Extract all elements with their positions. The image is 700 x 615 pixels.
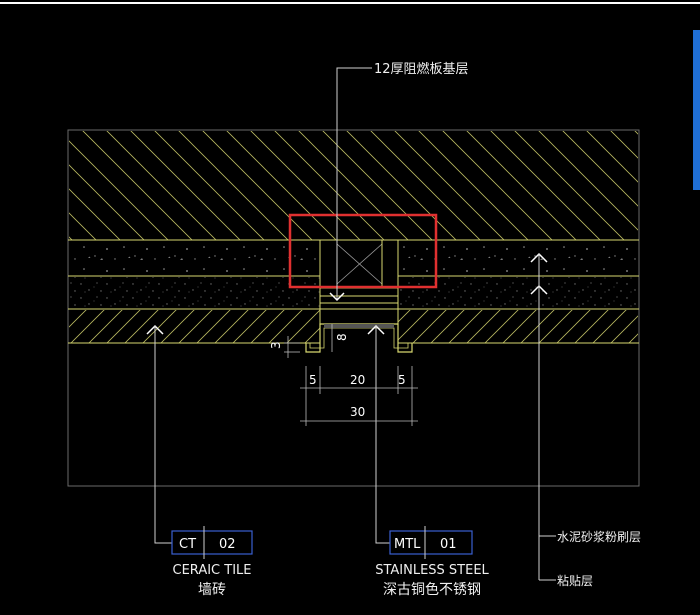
tile-tag-number: 02 [219, 537, 236, 552]
base-board-x2 [336, 243, 383, 285]
metal-tag-box [389, 530, 473, 555]
wall-structure-hatch [69, 131, 638, 240]
dim-left-gap: 5 [309, 373, 317, 387]
top-callout-arrow [329, 292, 345, 302]
top-callout-label: 12厚阻燃板基层 [374, 61, 469, 77]
dim-right-gap: 5 [398, 373, 406, 387]
metal-callout-leader [375, 326, 390, 544]
dim-left-height: 3 [269, 341, 283, 349]
tile-name-en: CERAIC TILE [173, 563, 252, 578]
tile-name-cn: 墙砖 [198, 582, 226, 598]
tile-callout-leader [154, 326, 172, 544]
top-callout-leader [336, 67, 372, 300]
metal-tag-code: MTL [394, 537, 421, 552]
adhesive-layer-label: 粘贴层 [557, 573, 593, 588]
cement-mortar-label: 水泥砂浆粉刷层 [557, 529, 641, 544]
cement-mortar-layer-left [69, 241, 320, 276]
tile-layer-right [398, 310, 638, 343]
metal-name-en: STAINLESS STEEL [375, 563, 489, 578]
adhesive-layer-left [69, 277, 320, 309]
dim-total-width: 30 [350, 405, 365, 419]
adhesive-layer-right [398, 277, 638, 309]
dim-channel-width: 20 [350, 373, 365, 387]
highlight-box [288, 213, 438, 289]
tile-tag-code: CT [179, 537, 196, 552]
metal-name-cn: 深古铜色不锈钢 [383, 581, 481, 598]
tile-tag-box [171, 530, 253, 555]
metal-tag-number: 01 [440, 537, 457, 552]
dim-channel-depth: 8 [335, 333, 349, 341]
stainless-steel-channel-inner [309, 327, 409, 349]
tile-layer-left [69, 310, 320, 343]
right-accent-bar [693, 30, 700, 190]
cement-mortar-layer-right [398, 241, 638, 276]
drawing-frame [67, 129, 640, 487]
channel-fill [324, 324, 394, 328]
